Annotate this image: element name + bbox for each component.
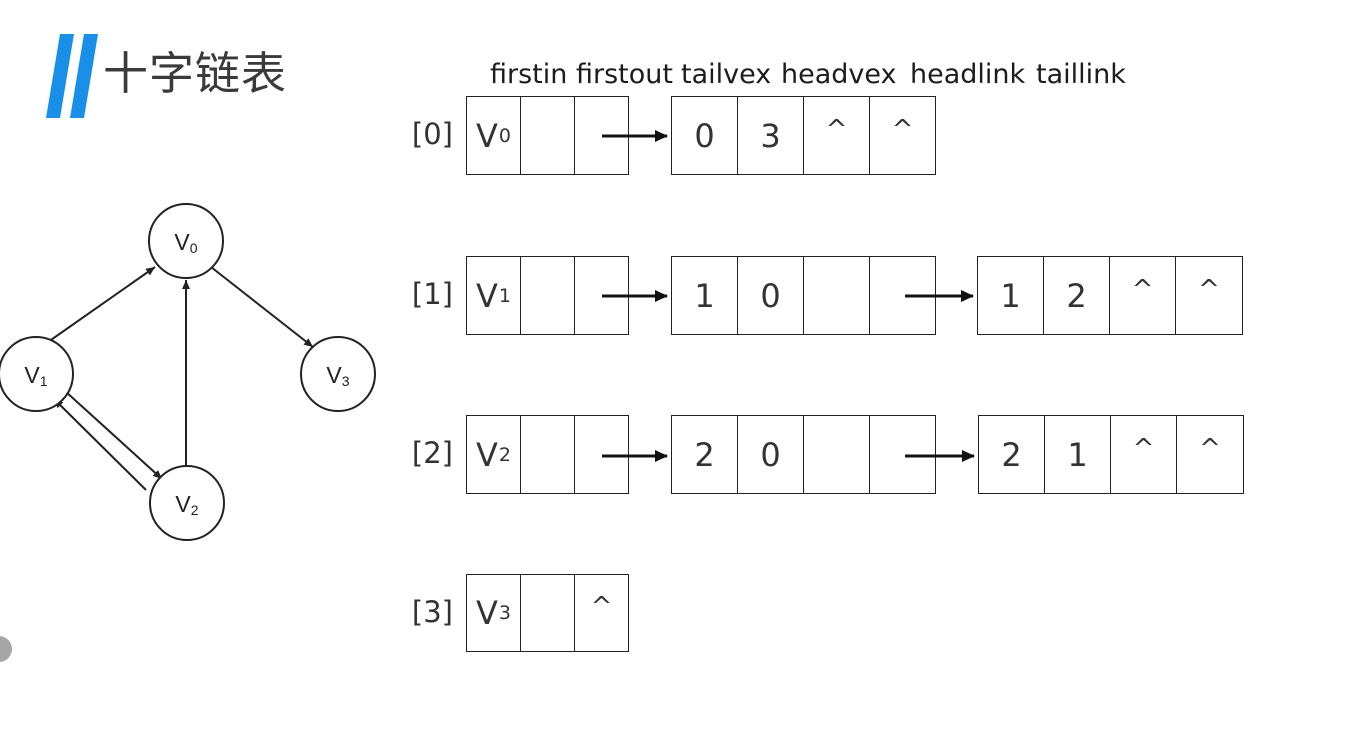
node-v0: V0 (148, 203, 224, 279)
field-label-firstin: firstin (490, 59, 568, 90)
node-v3-label: V (326, 362, 342, 388)
tailvex-cell: 1 (671, 256, 738, 335)
vertex-label: V (476, 116, 498, 155)
row-index-2: [2] (411, 436, 453, 470)
headlink-cell (803, 415, 870, 494)
firstin-cell (520, 415, 575, 494)
node-v2-label: V (175, 491, 191, 517)
firstin-cell (520, 96, 575, 175)
svg-text:V0: V0 (174, 229, 197, 256)
row-index-0: [0] (411, 117, 453, 151)
tailvex-cell: 1 (977, 256, 1044, 335)
vertex-sub: 1 (498, 284, 511, 307)
headlink-cell: ^ (803, 96, 870, 175)
tailvex-cell: 0 (671, 96, 738, 175)
title-accent-bars (46, 34, 98, 118)
node-v0-sub: 0 (190, 240, 198, 256)
vertex-sub: 0 (498, 124, 511, 147)
headvex-cell: 3 (737, 96, 804, 175)
node-v0-label: V (174, 229, 190, 255)
svg-text:V3: V3 (326, 362, 349, 389)
taillink-cell: ^ (1176, 415, 1244, 494)
headvex-cell: 0 (737, 415, 804, 494)
page-title: 十字链表 (103, 47, 288, 100)
node-v1: V1 (0, 336, 74, 412)
vertex-sub: 3 (498, 602, 511, 624)
node-v2: V2 (149, 465, 225, 541)
tailvex-cell: 2 (671, 415, 738, 494)
node-v3-sub: 3 (342, 373, 350, 389)
field-label-firstout: firstout (576, 59, 673, 90)
row-index-1: [1] (411, 277, 453, 311)
svg-text:V1: V1 (24, 362, 47, 389)
firstout-cell: ^ (574, 574, 629, 652)
field-label-taillink: taillink (1036, 59, 1126, 90)
edge-v1-v0 (47, 266, 156, 343)
headvex-cell: 2 (1043, 256, 1110, 335)
row-index-3: [3] (411, 595, 453, 629)
field-label-tailvex: tailvex (681, 59, 772, 90)
graph-diagram: V0 V1 V2 V3 (0, 203, 376, 541)
edge-v1-v2 (64, 390, 163, 480)
taillink-cell: ^ (1175, 256, 1243, 335)
svg-text:V2: V2 (175, 491, 198, 518)
firstin-cell (520, 574, 575, 652)
edge-v0-v3 (210, 266, 314, 348)
node-v1-label: V (24, 362, 40, 388)
vertex-label: V (476, 276, 498, 315)
vertex-label: V (476, 594, 498, 632)
field-label-headvex: headvex (781, 59, 897, 90)
node-v2-sub: 2 (191, 502, 199, 518)
node-v1-sub: 1 (40, 373, 48, 389)
edge-v2-v1 (53, 398, 147, 491)
firstin-cell (520, 256, 575, 335)
node-v3: V3 (300, 336, 376, 412)
vertex-label: V (476, 435, 498, 474)
tailvex-cell: 2 (978, 415, 1045, 494)
headvex-cell: 1 (1044, 415, 1111, 494)
vertex-sub: 2 (498, 443, 511, 466)
scroll-indicator[interactable] (0, 636, 12, 662)
headvex-cell: 0 (737, 256, 804, 335)
headlink-cell (803, 256, 870, 335)
field-label-headlink: headlink (910, 59, 1026, 90)
taillink-cell: ^ (869, 96, 936, 175)
